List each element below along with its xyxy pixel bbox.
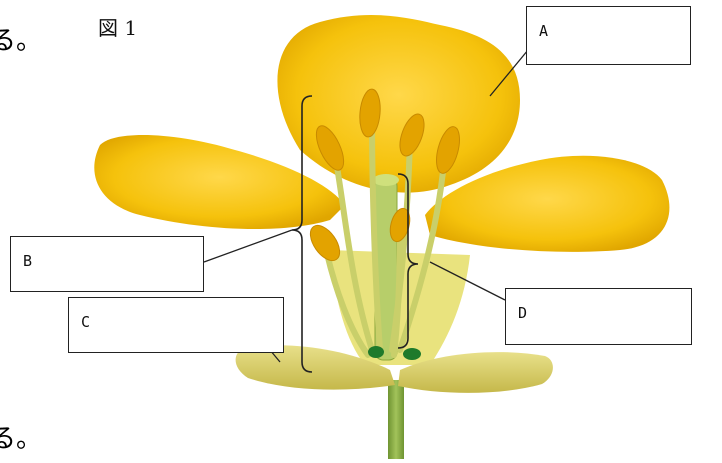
label-c-text: C bbox=[81, 313, 90, 331]
label-b-text: B bbox=[23, 252, 32, 270]
petal-top bbox=[277, 15, 520, 193]
stem bbox=[388, 380, 404, 459]
label-a-text: A bbox=[539, 22, 548, 40]
stigma bbox=[373, 174, 399, 186]
cropped-text-bottom: る。 bbox=[0, 418, 42, 455]
label-box-c[interactable]: C bbox=[68, 297, 284, 353]
label-d-text: D bbox=[518, 304, 527, 322]
nectary-left bbox=[368, 346, 384, 358]
figure-title: 図 1 bbox=[98, 12, 137, 41]
nectary-right bbox=[403, 348, 421, 360]
label-box-b[interactable]: B bbox=[10, 236, 204, 292]
label-box-d[interactable]: D bbox=[505, 288, 692, 345]
label-box-a[interactable]: A bbox=[526, 6, 691, 65]
cropped-text-top: る。 bbox=[0, 20, 42, 57]
